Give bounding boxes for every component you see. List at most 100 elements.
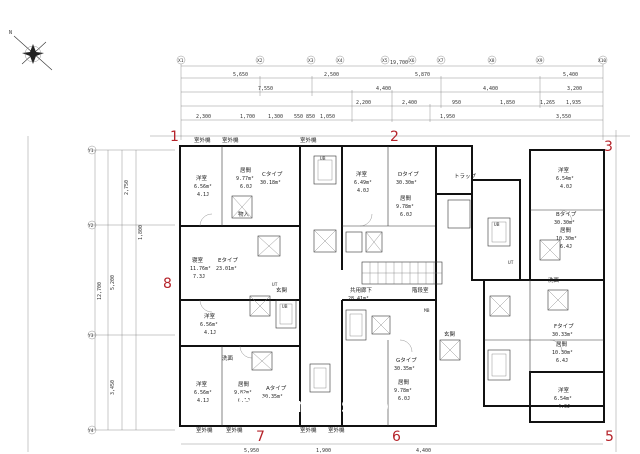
dim-top: 2,200 <box>356 100 371 106</box>
axis-label: X5 <box>382 58 388 64</box>
unit-area: 23.01m² <box>216 266 237 272</box>
exterior-unit-label: 室外機 <box>196 426 213 434</box>
room-name: 居間 <box>400 195 412 202</box>
axis-label: Y2 <box>88 223 94 229</box>
callout-5: 5 <box>605 429 614 445</box>
dim-left: 1,800 <box>138 225 144 240</box>
room-tatami: 6.1J <box>238 398 250 404</box>
unit-type: Eタイプ <box>218 256 238 264</box>
axis-label: Y1 <box>88 148 94 154</box>
wash-label: 洗面 <box>222 354 234 362</box>
room-area: 10.30m² <box>556 236 577 242</box>
exterior-unit-label: 室外機 <box>328 426 345 434</box>
room-name: 洋室 <box>204 312 216 320</box>
room-area: 11.76m² <box>190 266 211 272</box>
entrance-label: 玄関 <box>276 286 288 294</box>
room-tatami: 6.4J <box>556 358 568 364</box>
dim-left: 2,750 <box>124 180 130 195</box>
callout-8: 8 <box>163 276 172 292</box>
axis-label: X1 <box>178 58 184 64</box>
dim-left: 12,700 <box>97 282 103 300</box>
room-area: 6.56m² <box>200 322 218 328</box>
stairs-label: 階段室 <box>412 286 429 294</box>
misc-labels: 室外機 室外機 室外機 室外機 室外機 室外機 室外機 トラップ 共用廊下 28… <box>194 136 560 434</box>
dim-top: 2,400 <box>402 100 417 106</box>
room-tatami: 4.0J <box>560 184 572 190</box>
dim-top: 7,550 <box>258 86 273 92</box>
unit-area: 30.30m² <box>554 220 575 226</box>
room-area: 6.56m² <box>194 390 212 396</box>
dimension-lines-bottom: 5,950 1,900 4,400 <box>181 443 603 454</box>
axis-label: X2 <box>257 58 263 64</box>
exterior-unit-label: 室外機 <box>226 426 243 434</box>
compass-label: N <box>9 30 12 36</box>
dim-top: 850 <box>306 114 315 120</box>
room-area: 6.54m² <box>554 396 572 402</box>
room-tatami: 4.1J <box>197 192 209 198</box>
room-name: 洋室 <box>196 174 208 182</box>
axis-label: X10 <box>598 58 606 64</box>
room-area: 10.30m² <box>552 350 573 356</box>
unit-type: Dタイプ <box>398 170 419 178</box>
axis-label: X3 <box>308 58 314 64</box>
ub-label: UB <box>282 304 288 310</box>
callout-numbers: 1 2 3 5 6 7 8 <box>163 129 614 445</box>
callout-3: 3 <box>604 139 613 155</box>
dim-top: 4,400 <box>483 86 498 92</box>
dimension-lines-top: 19,700 5,650 2,500 5,870 5,400 7,550 4,4… <box>180 60 604 140</box>
dim-bottom: 5,950 <box>244 448 259 454</box>
ub-label: UB <box>320 156 326 162</box>
unit-area: 30.18m² <box>260 180 281 186</box>
dim-top: 1,050 <box>320 114 335 120</box>
entrance-label: 玄関 <box>444 330 456 338</box>
room-name: 寝室 <box>192 256 204 264</box>
room-name: 洋室 <box>558 166 570 174</box>
staircase <box>361 261 443 285</box>
axis-markers-top: X1 X2 X3 X4 X5 X6 X7 X8 X9 X10 <box>176 55 608 65</box>
corridor-label: 共用廊下 <box>350 286 373 294</box>
dim-top: 4,400 <box>376 86 391 92</box>
unit-type: Bタイプ <box>556 210 577 218</box>
wash-label: 洗面 <box>548 276 560 284</box>
callout-2: 2 <box>390 129 399 145</box>
callout-1: 1 <box>170 129 179 145</box>
dim-top: 3,200 <box>567 86 582 92</box>
room-name: 居間 <box>398 379 410 386</box>
room-area: 9.77m² <box>236 176 254 182</box>
dim-bottom: 1,900 <box>316 448 331 454</box>
callout-7: 7 <box>256 429 265 445</box>
room-tatami: 7.3J <box>193 274 205 280</box>
room-name: 居間 <box>556 341 568 348</box>
dim-top: 1,850 <box>500 100 515 106</box>
dim-top: 5,870 <box>415 72 430 78</box>
room-tatami: 4.1J <box>197 398 209 404</box>
room-area: 9.82m² <box>234 390 252 396</box>
exterior-unit-label: 室外機 <box>300 136 317 144</box>
room-tatami: 6.0J <box>398 396 410 402</box>
room-name: 洋室 <box>196 380 208 388</box>
dim-bottom: 4,400 <box>416 448 431 454</box>
dim-left: 3,450 <box>110 380 116 395</box>
room-tatami: 4.0J <box>558 404 570 410</box>
room-tatami: 6.0J <box>400 212 412 218</box>
axis-label: X9 <box>537 58 543 64</box>
room-name: 洋室 <box>558 386 570 394</box>
room-area: 6.49m² <box>354 180 372 186</box>
watermark: Apamanshop <box>239 393 389 417</box>
room-area: 6.56m² <box>194 184 212 190</box>
trap-label: トラップ <box>454 173 477 180</box>
unit-area: 30.33m² <box>552 332 573 338</box>
room-name: 居間 <box>238 381 250 388</box>
dim-left: 5,200 <box>110 275 116 290</box>
exterior-unit-label: 室外機 <box>194 136 211 144</box>
storage-label: 物入 <box>238 210 250 218</box>
room-area: 9.78m² <box>394 388 412 394</box>
unit-area: 30.35m² <box>394 366 415 372</box>
callout-6: 6 <box>392 429 401 445</box>
unit-type: Aタイプ <box>266 384 287 392</box>
dim-top: 3,550 <box>556 114 571 120</box>
dim-top: 5,650 <box>233 72 248 78</box>
dim-total: 19,700 <box>390 60 408 66</box>
dimension-lines-left: Y1 Y2 Y3 Y4 12,700 5,200 3,450 2,750 1,8… <box>87 145 175 435</box>
